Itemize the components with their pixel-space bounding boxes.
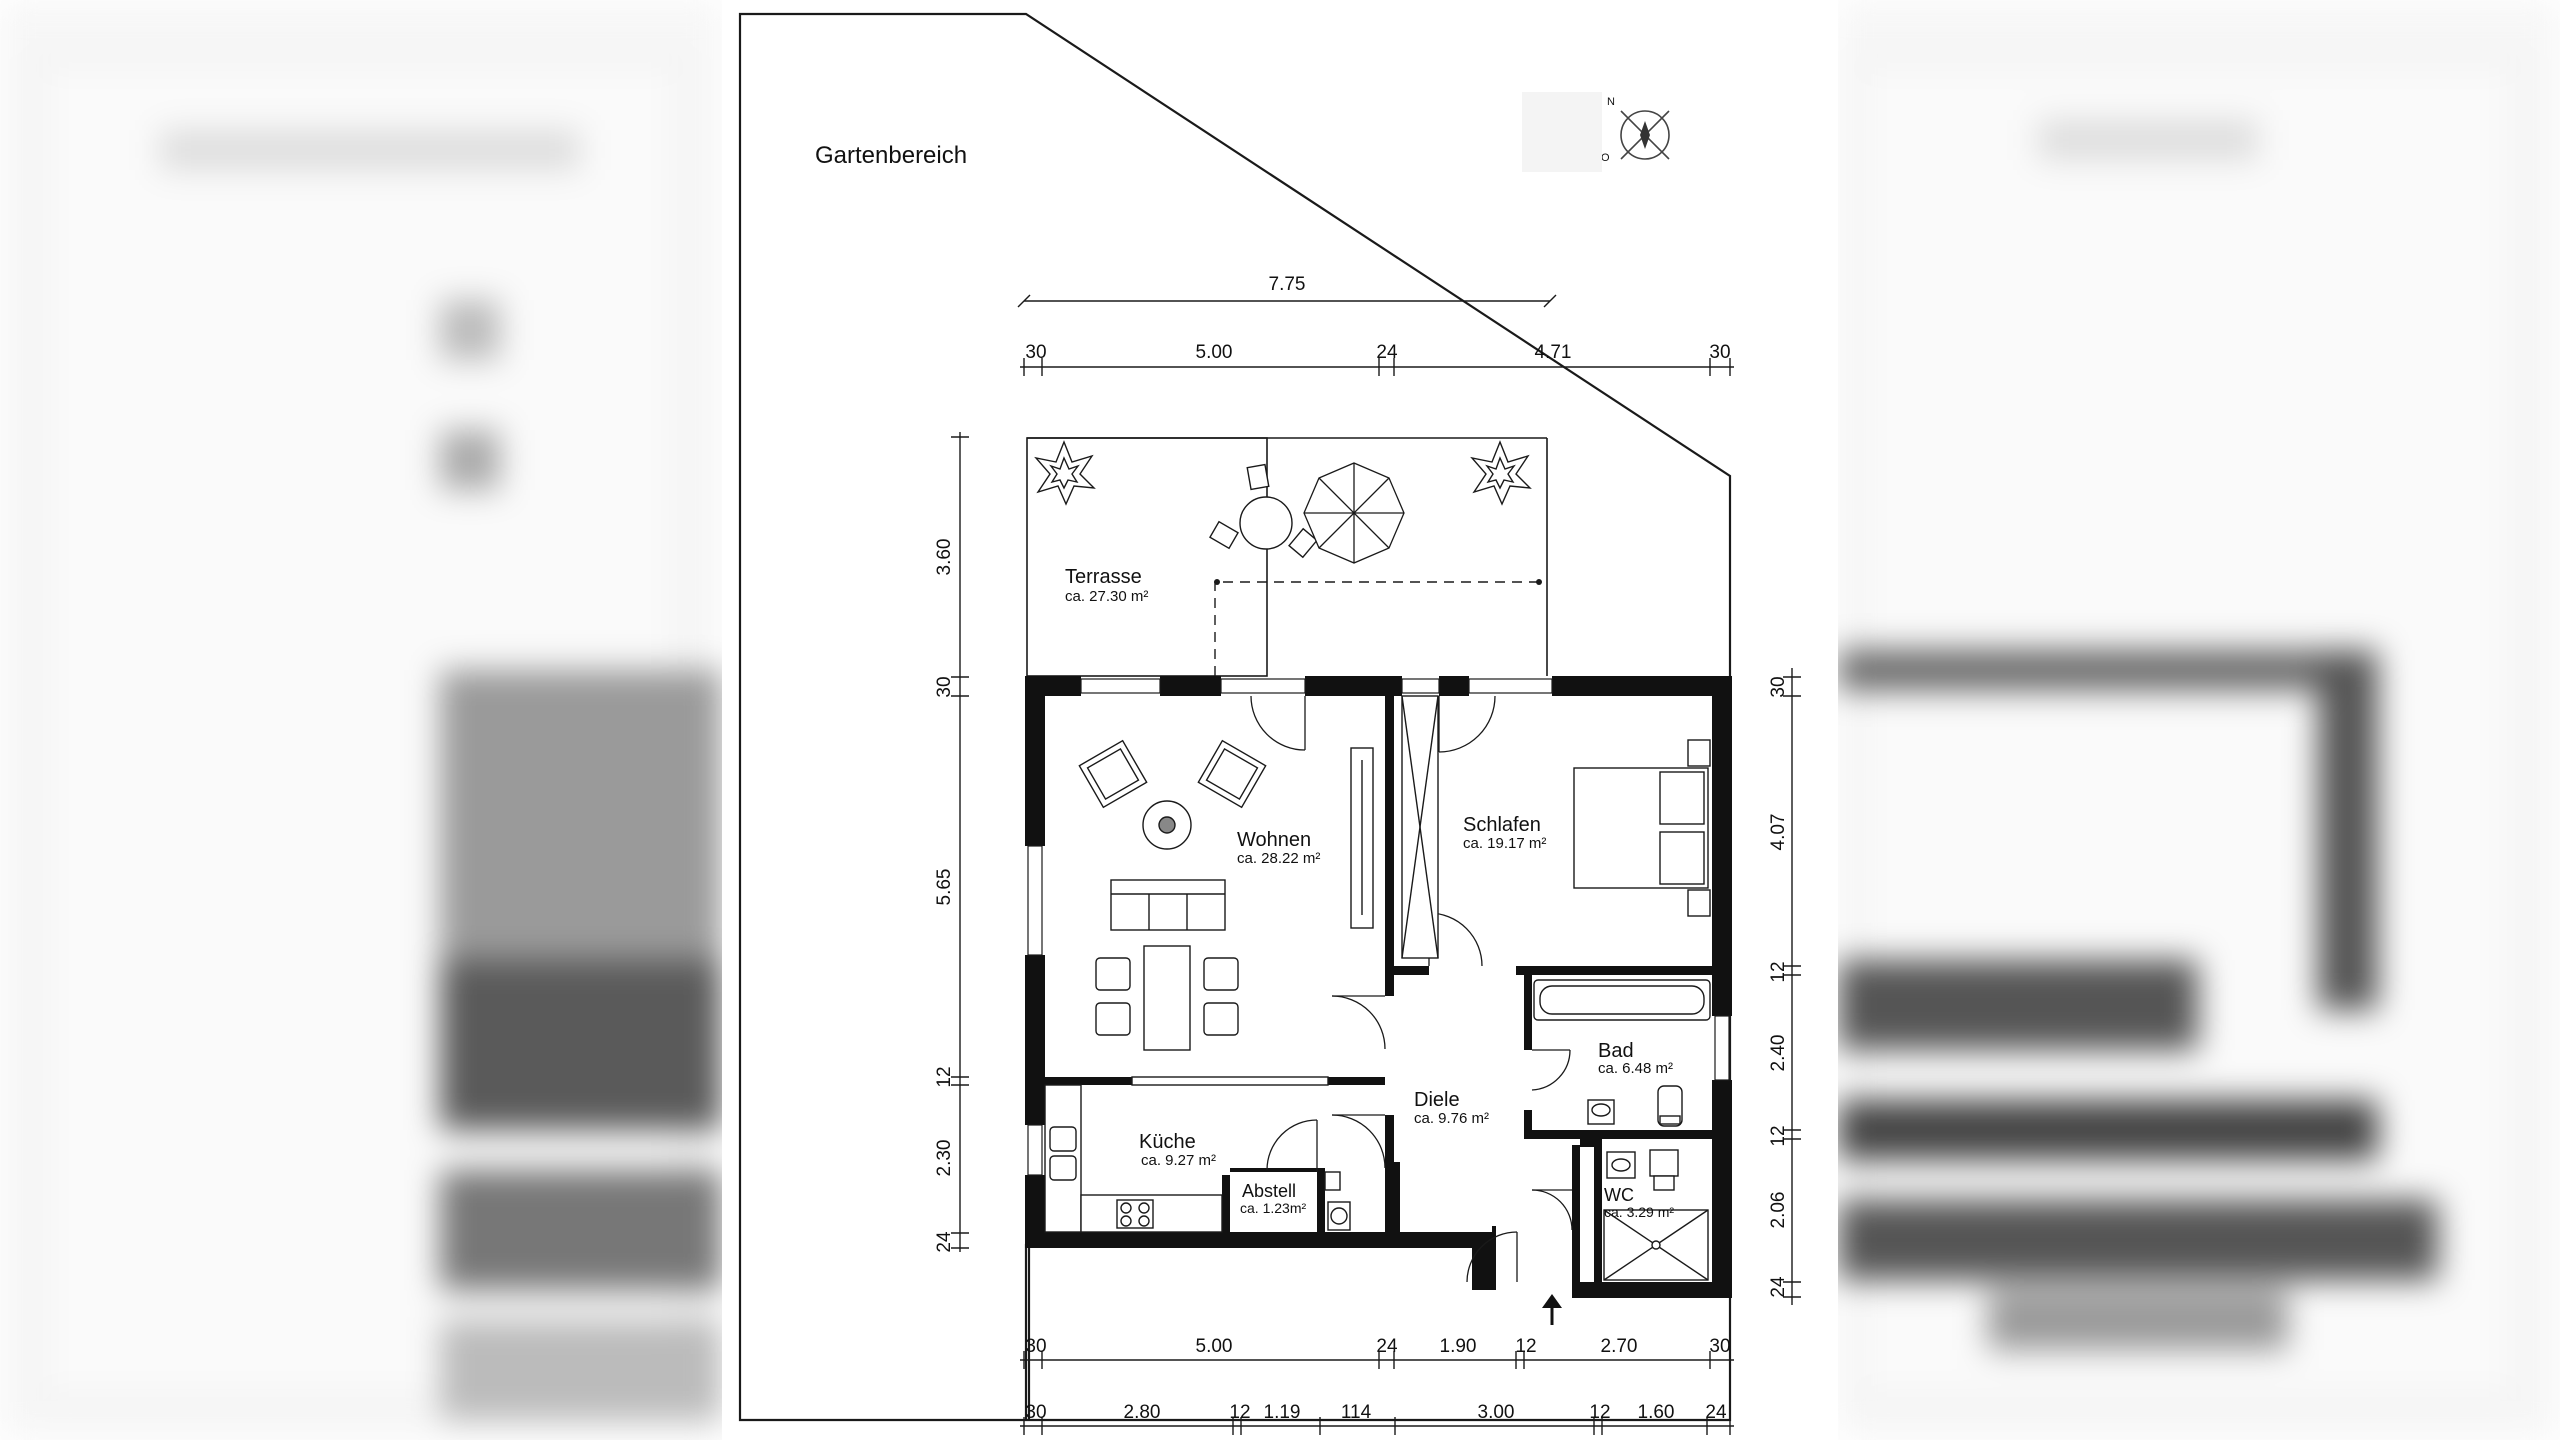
blurred-background-right [1838, 0, 2560, 1440]
dim-bottom2-8: 1.60 [1638, 1402, 1675, 1423]
room-label-wohnen: Wohnen [1237, 829, 1311, 851]
dimension-bottom-chain-1 [1020, 1351, 1734, 1369]
room-area-abstell: ca. 1.23m² [1240, 1200, 1306, 1216]
room-area-bad: ca. 6.48 m² [1598, 1060, 1673, 1077]
plant-icon [1034, 440, 1096, 506]
room-area-diele: ca. 9.76 m² [1414, 1110, 1489, 1127]
dim-bottom1-7: 30 [1709, 1336, 1730, 1357]
dim-bottom1-3: 24 [1376, 1336, 1398, 1357]
compass-o-letter: O [1601, 152, 1610, 164]
dim-right-2: 4.07 [1768, 814, 1789, 851]
dim-bottom2-7: 12 [1589, 1402, 1610, 1423]
blurred-plan-right [1838, 59, 2519, 1401]
dim-right-4: 2.40 [1768, 1035, 1789, 1072]
dim-left-6: 24 [934, 1231, 955, 1253]
room-area-terrasse: ca. 27.30 m² [1065, 588, 1148, 605]
entrance-arrow-icon [1542, 1294, 1562, 1325]
room-area-wc: ca. 3.29 m² [1604, 1204, 1674, 1220]
dim-bottom2-9: 24 [1705, 1402, 1727, 1423]
dim-bottom2-5: 114 [1341, 1402, 1372, 1423]
blurred-plan-left [39, 59, 722, 1420]
dim-bottom2-2: 2.80 [1124, 1402, 1161, 1423]
dim-right-5: 12 [1768, 1125, 1789, 1146]
dim-top-4: 4.71 [1535, 342, 1572, 363]
faint-mark [1522, 92, 1602, 172]
parasol-icon [1303, 462, 1405, 564]
room-label-bad: Bad [1598, 1040, 1634, 1062]
pergola-outline [1214, 581, 1540, 676]
bedroom-furniture [1401, 695, 1711, 959]
dim-right-6: 2.06 [1768, 1192, 1789, 1229]
dim-top-5: 30 [1709, 342, 1730, 363]
doors [1250, 695, 1573, 1283]
dim-left-1: 3.60 [934, 539, 955, 576]
walls [1025, 676, 1732, 1298]
abstell-fixtures [1324, 1171, 1351, 1231]
blurred-background-left [0, 0, 722, 1440]
compass-n-letter: N [1607, 96, 1615, 108]
dim-left-5: 2.30 [934, 1140, 955, 1177]
dim-bottom2-6: 3.00 [1478, 1402, 1515, 1423]
room-area-schlafen: ca. 19.17 m² [1463, 835, 1546, 852]
dim-bottom1-4: 1.90 [1440, 1336, 1477, 1357]
dim-top-3: 24 [1376, 342, 1398, 363]
dimension-right-chain [1783, 668, 1801, 1305]
dim-bottom1-2: 5.00 [1196, 1336, 1233, 1357]
dim-right-7: 24 [1768, 1276, 1789, 1298]
floor-plan: Gartenbereich N O 7.75 [738, 12, 1801, 1435]
dimension-top-overall [1017, 294, 1557, 308]
garden-label: Gartenbereich [815, 142, 967, 169]
dim-top-overall: 7.75 [1269, 274, 1306, 295]
dim-bottom2-1: 30 [1025, 1402, 1046, 1423]
bath-fixtures [1533, 979, 1711, 1127]
room-label-abstell: Abstell [1242, 1181, 1296, 1201]
windows [1027, 678, 1730, 1176]
dim-left-3: 5.65 [934, 869, 955, 906]
compass-icon: N O [1601, 96, 1670, 164]
room-area-wohnen: ca. 28.22 m² [1237, 850, 1320, 867]
dimension-top-chain [1020, 358, 1734, 376]
room-label-diele: Diele [1414, 1089, 1460, 1111]
dim-bottom2-3: 12 [1229, 1402, 1250, 1423]
floor-plan-sheet: Gartenbereich N O 7.75 [722, 0, 1838, 1440]
dim-bottom1-6: 2.70 [1601, 1336, 1638, 1357]
dim-right-3: 12 [1768, 961, 1789, 982]
garden-boundary [738, 12, 1732, 1422]
terrace-table-icon [1209, 463, 1318, 559]
wc-fixtures [1603, 1149, 1709, 1281]
dimension-left-chain [951, 432, 969, 1252]
kitchen-fixtures [1044, 1076, 1329, 1233]
dimension-bottom-chain-2 [1020, 1417, 1734, 1435]
room-label-terrasse: Terrasse [1065, 566, 1142, 588]
room-area-kueche: ca. 9.27 m² [1141, 1152, 1216, 1169]
room-label-wc: WC [1604, 1185, 1634, 1205]
room-label-kueche: Küche [1139, 1131, 1196, 1153]
dim-top-2: 5.00 [1196, 342, 1233, 363]
living-furniture [1078, 739, 1374, 1051]
dim-bottom1-1: 30 [1025, 1336, 1046, 1357]
dim-bottom2-4: 1.19 [1264, 1402, 1301, 1423]
dim-top-1: 30 [1025, 342, 1046, 363]
dim-left-2: 30 [934, 676, 955, 697]
dim-bottom1-5: 12 [1515, 1336, 1536, 1357]
dim-right-1: 30 [1768, 676, 1789, 697]
room-label-schlafen: Schlafen [1463, 814, 1541, 836]
plant-icon [1470, 440, 1532, 506]
dim-left-4: 12 [934, 1066, 955, 1087]
